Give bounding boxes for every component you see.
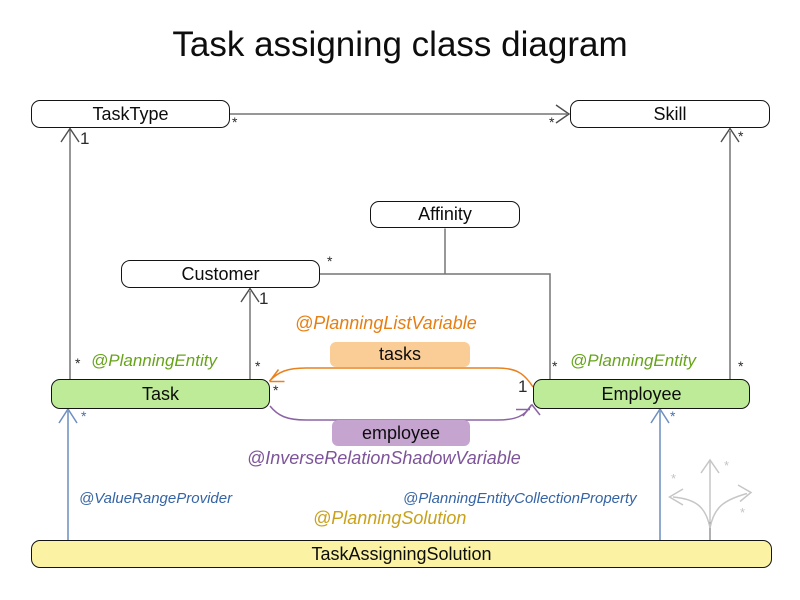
faded-associations [668, 458, 753, 540]
arrowhead-into-tasktype [60, 127, 80, 143]
multiplicity-employee-top-right: * [738, 358, 744, 374]
faded-branch-left [672, 496, 711, 529]
arrowhead-into-customer [240, 287, 260, 303]
multiplicity-tasktype-skill-left: * [232, 114, 238, 130]
annotation-planning-solution: @PlanningSolution [313, 508, 467, 528]
class-box-customer: Customer [121, 260, 320, 288]
multiplicity-faded-right: * [740, 505, 746, 520]
employee-relation-curve [269, 404, 541, 421]
multiplicity-employee-collection: * [670, 408, 676, 424]
relation-label-employee: employee [361, 422, 441, 443]
class-box-taskassigningsolution: TaskAssigningSolution [31, 540, 772, 568]
class-box-affinity: Affinity [370, 201, 520, 228]
class-name-customer: Customer [181, 263, 260, 284]
annotation-inverse-relation-shadow-variable: @InverseRelationShadowVariable [247, 448, 521, 468]
class-box-tasktype: TaskType [31, 100, 230, 128]
class-box-task: Task [51, 379, 270, 409]
tasks-relation-curve [268, 367, 534, 388]
faded-arrowhead-left [668, 488, 684, 506]
multiplicity-customer-one: 1 [259, 289, 269, 308]
annotation-planning-entity-employee: @PlanningEntity [570, 351, 696, 370]
multiplicity-tasktype-skill-right: * [549, 114, 555, 130]
class-box-employee: Employee [533, 379, 750, 409]
class-box-skill: Skill [570, 100, 770, 128]
arrowhead-into-task-bottom [58, 407, 78, 424]
relation-chip-tasks: tasks [330, 342, 470, 367]
class-name-task: Task [141, 383, 179, 404]
multiplicity-customer-right: * [327, 253, 333, 269]
page-title: Task assigning class diagram [172, 25, 628, 64]
tasks-curve [268, 367, 534, 388]
multiplicity-task-value-range: * [81, 408, 87, 424]
multiplicity-tasktype-one: 1 [80, 129, 90, 148]
multiplicity-tasks-many: * [273, 382, 279, 398]
class-name-employee: Employee [601, 383, 682, 404]
faded-arrowhead-up [700, 458, 720, 474]
class-name-taskassigningsolution: TaskAssigningSolution [311, 543, 492, 564]
annotation-value-range-provider: @ValueRangeProvider [79, 490, 233, 507]
relation-label-tasks: tasks [378, 344, 421, 364]
relation-chip-employee: employee [332, 420, 470, 446]
multiplicity-skill-bottom: * [738, 128, 744, 144]
class-name-skill: Skill [653, 103, 687, 124]
arrowhead-into-skill-bottom [720, 127, 740, 143]
multiplicity-task-top-right: * [255, 358, 261, 374]
employee-curve [269, 404, 533, 421]
arrowhead-into-skill-left [555, 104, 571, 124]
class-name-tasktype: TaskType [92, 103, 169, 124]
arrowhead-into-task-corner [268, 369, 285, 383]
multiplicity-employee-one: 1 [518, 377, 528, 396]
annotation-planning-list-variable: @PlanningListVariable [295, 313, 477, 333]
gray-associations [69, 113, 731, 380]
faded-arrowhead-right [737, 484, 753, 503]
annotation-planning-entity-collection-property: @PlanningEntityCollectionProperty [403, 490, 637, 507]
annotation-planning-entity-task: @PlanningEntity [91, 351, 217, 370]
arrowhead-into-employee-bottom [650, 407, 670, 424]
multiplicity-employee-top-left: * [552, 358, 558, 374]
class-name-affinity: Affinity [418, 204, 472, 224]
multiplicity-task-top-left: * [75, 355, 81, 371]
multiplicity-faded-up: * [724, 458, 730, 473]
multiplicity-faded-left: * [671, 471, 677, 486]
